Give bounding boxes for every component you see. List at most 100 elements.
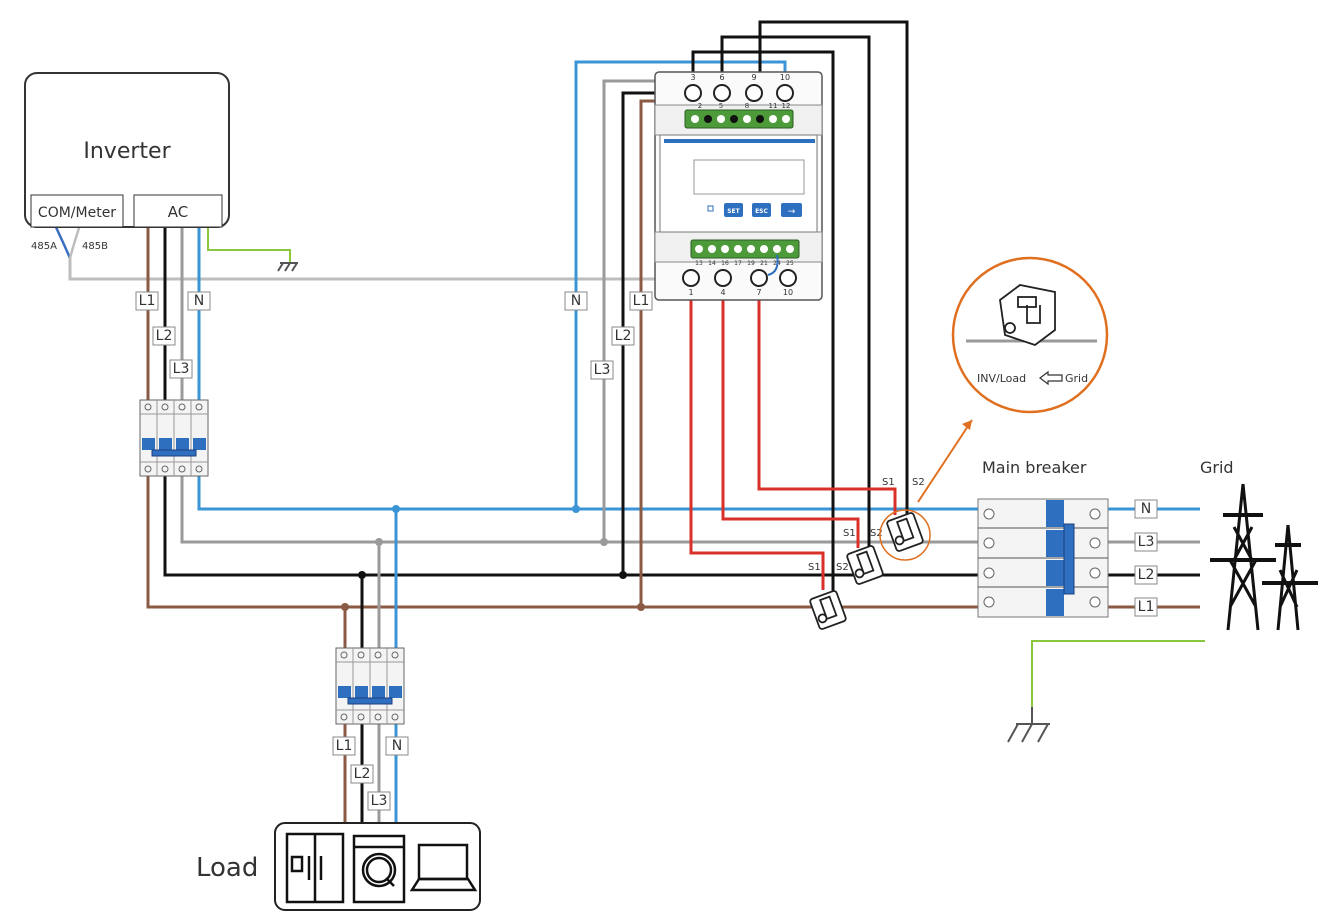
svg-text:7: 7 [756, 288, 761, 297]
grid-label: Grid [1200, 458, 1234, 477]
load-box [274, 822, 481, 911]
tag-inv-n: N [187, 291, 211, 311]
svg-text:S2: S2 [870, 528, 883, 539]
svg-text:21: 21 [760, 260, 768, 267]
svg-text:5: 5 [719, 102, 723, 110]
svg-text:S2: S2 [912, 477, 925, 488]
grid-phase-tags: N L3 L2 L1 [1134, 499, 1158, 617]
tag-meter-l3: L3 [590, 360, 614, 380]
bus-l2 [163, 476, 1130, 577]
svg-text:L2: L2 [354, 766, 371, 782]
tag-inv-l3: L3 [169, 359, 193, 379]
svg-text:→: → [788, 207, 796, 217]
ct-clamp-l3-icon [886, 512, 924, 552]
ct-highlight-ring [879, 509, 931, 561]
callout-inv-load-label: INV/Load [977, 372, 1026, 385]
ct-l2-s2-wire [720, 35, 871, 560]
svg-text:17: 17 [734, 260, 742, 267]
inverter: Inverter COM/Meter AC 485A 485B [24, 72, 230, 252]
inverter-pe-wire [207, 225, 291, 263]
svg-text:25: 25 [786, 260, 794, 267]
svg-text:N: N [571, 293, 581, 309]
svg-text:L3: L3 [1138, 534, 1155, 550]
ground-icon-grid [1007, 707, 1050, 743]
svg-text:8: 8 [745, 102, 749, 110]
ct-clamp-l1-icon [809, 590, 847, 630]
svg-text:S1: S1 [843, 528, 856, 539]
ct-l3-s1-wire [757, 300, 897, 515]
ct-l3-s2-wire [758, 20, 909, 515]
bus-l3 [180, 476, 1130, 544]
svg-text:11: 11 [769, 102, 778, 110]
washing-machine-icon [352, 834, 406, 904]
svg-text:SET: SET [727, 208, 740, 215]
ct-direction-callout: INV/Load Grid [951, 256, 1109, 414]
svg-text:6: 6 [719, 73, 724, 82]
ct-l2-s1-wire [721, 300, 860, 548]
svg-text:N: N [194, 293, 204, 309]
ct-l1-s2-wire [691, 50, 835, 600]
load-breaker[interactable] [335, 647, 405, 725]
svg-text:12: 12 [782, 102, 791, 110]
ac-port-label: AC [168, 203, 188, 221]
tag-inv-l1: L1 [135, 291, 159, 311]
svg-text:16: 16 [721, 260, 729, 267]
svg-text:L1: L1 [336, 738, 353, 754]
rs485-b-label: 485B [82, 241, 108, 252]
svg-text:L2: L2 [1138, 567, 1155, 583]
svg-text:L2: L2 [156, 328, 173, 344]
callout-grid-label: Grid [1065, 372, 1088, 385]
meter-esc-button[interactable] [752, 203, 771, 217]
ct-l1-s1-wire [689, 300, 825, 590]
meter-phase-tags: N L3 L2 L1 [564, 291, 653, 380]
svg-text:S1: S1 [882, 477, 895, 488]
ct-clamps [809, 512, 924, 630]
tag-load-l1: L1 [332, 736, 356, 756]
meter-next-button[interactable] [781, 203, 802, 217]
rs485-b-wire [68, 224, 82, 259]
meter-bottom-screw-labels: 1 4 7 10 [688, 288, 793, 297]
callout-pointer [917, 419, 973, 503]
meter-display [693, 159, 805, 195]
svg-text:L3: L3 [173, 361, 190, 377]
svg-text:N: N [392, 738, 402, 754]
svg-text:L1: L1 [1138, 599, 1155, 615]
refrigerator-icon [285, 832, 345, 904]
bus-n [197, 476, 1130, 511]
svg-text:N: N [1141, 501, 1151, 517]
com-meter-port-label: COM/Meter [38, 205, 116, 221]
com-meter-port [30, 194, 124, 228]
svg-text:L1: L1 [139, 293, 156, 309]
main-breaker[interactable] [977, 498, 1109, 618]
meter-top-screw-labels: 3 6 9 10 [690, 73, 790, 82]
svg-text:S2: S2 [836, 562, 849, 573]
svg-text:14: 14 [708, 260, 716, 267]
meter-set-button[interactable] [724, 203, 743, 217]
ct-terminal-labels: S1 S2 S1 S2 S1 S2 [808, 477, 925, 573]
rs485-a-label: 485A [31, 241, 57, 252]
tag-load-n: N [385, 736, 409, 756]
tag-grid-l3: L3 [1134, 532, 1158, 552]
tag-load-l3: L3 [367, 791, 391, 811]
svg-text:10: 10 [780, 73, 790, 82]
transmission-tower-icon [1210, 483, 1318, 631]
svg-text:L3: L3 [594, 362, 611, 378]
rs485-comm-wire [68, 258, 690, 281]
tag-load-l2: L2 [350, 764, 374, 784]
inverter-breaker[interactable] [139, 399, 209, 477]
meter-n-wire [574, 60, 787, 509]
meter-top-terminal-block [684, 109, 794, 129]
svg-text:1: 1 [688, 288, 693, 297]
load-phase-tags: L1 L2 L3 N [332, 736, 409, 811]
inverter-phase-tags: L1 L2 L3 N [135, 291, 211, 379]
grid-pe-wire [1031, 640, 1205, 707]
meter-bottom-screws [682, 269, 797, 287]
tag-inv-l2: L2 [152, 326, 176, 346]
svg-text:S1: S1 [808, 562, 821, 573]
svg-text:9: 9 [751, 73, 756, 82]
main-breaker-label: Main breaker [982, 458, 1087, 477]
svg-text:L3: L3 [371, 793, 388, 809]
tag-meter-l2: L2 [611, 326, 635, 346]
tag-grid-n: N [1134, 499, 1158, 519]
